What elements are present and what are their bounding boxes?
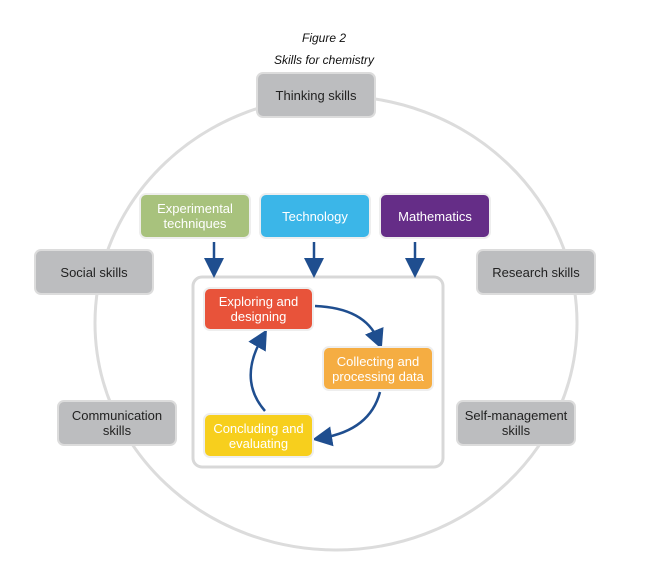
- cycle-arrow-3: [248, 329, 267, 412]
- collecting-and-processing-data: Collecting and processing data: [322, 346, 434, 391]
- exploring-and-designing: Exploring and designing: [203, 287, 314, 331]
- technology: Technology: [259, 193, 371, 239]
- cycle-arrow-1: [314, 304, 384, 350]
- cycle-arrow-2: [312, 391, 382, 447]
- thinking-skills: Thinking skills: [256, 72, 376, 118]
- communication-skills: Communication skills: [57, 400, 177, 446]
- mathematics: Mathematics: [379, 193, 491, 239]
- figure-label: Figure 2: [301, 31, 347, 45]
- figure-title: Skills for chemistry: [273, 53, 374, 67]
- self-management-skills: Self-management skills: [456, 400, 576, 446]
- research-skills: Research skills: [476, 249, 596, 295]
- experimental-techniques: Experimental techniques: [139, 193, 251, 239]
- concluding-and-evaluating: Concluding and evaluating: [203, 413, 314, 458]
- social-skills: Social skills: [34, 249, 154, 295]
